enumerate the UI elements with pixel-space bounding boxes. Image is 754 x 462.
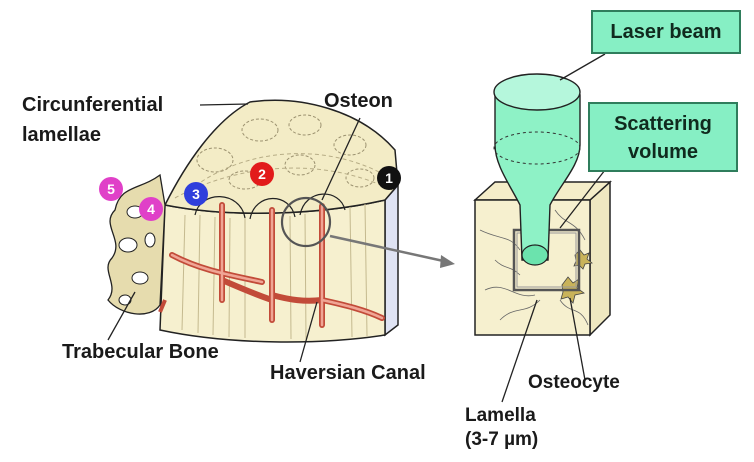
marker-2-number: 2	[258, 166, 266, 182]
label-circumferential-line1: Circunferential	[22, 93, 163, 117]
marker-5-number: 5	[107, 181, 115, 197]
label-lamella-line1: Lamella	[465, 404, 538, 428]
label-circumferential-line2: lamellae	[22, 123, 163, 147]
marker-5: 5	[99, 177, 123, 201]
marker-4: 4	[139, 197, 163, 221]
marker-4-number: 4	[147, 201, 155, 217]
marker-1: 1	[377, 166, 401, 190]
label-scattering-line2: volume	[590, 138, 736, 166]
label-haversian-canal: Haversian Canal	[270, 362, 426, 385]
label-circumferential: Circunferential lamellae	[22, 93, 163, 147]
label-lamella-size: (3-7 µm)	[465, 428, 538, 452]
label-trabecular-bone: Trabecular Bone	[62, 341, 219, 364]
marker-3: 3	[184, 182, 208, 206]
marker-3-number: 3	[192, 186, 200, 202]
label-scattering-line1: Scattering	[590, 110, 736, 138]
label-laser-beam: Laser beam	[591, 10, 741, 54]
marker-2: 2	[250, 162, 274, 186]
marker-1-number: 1	[385, 170, 393, 186]
label-lamella: Lamella (3-7 µm)	[465, 404, 538, 452]
label-scattering-volume: Scattering volume	[588, 102, 738, 172]
label-osteocyte: Osteocyte	[528, 372, 620, 394]
label-osteon: Osteon	[324, 90, 393, 113]
